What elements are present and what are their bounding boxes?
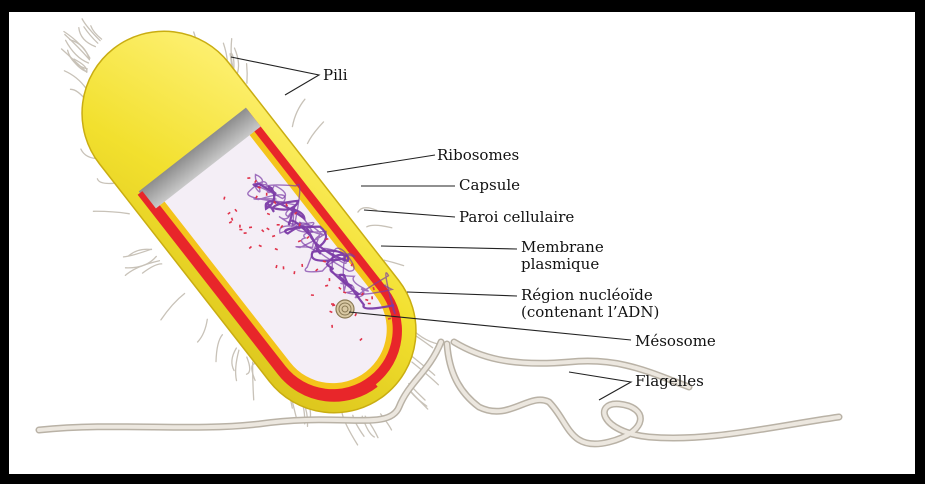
pilus <box>93 211 129 214</box>
pilus <box>236 350 239 380</box>
label-nucleoide-line1: Région nucléoïde <box>521 286 653 304</box>
label-nucleoide-line2: (contenant l’ADN) <box>521 303 659 321</box>
pilus <box>82 19 100 41</box>
label-mesosome: Mésosome <box>635 332 716 350</box>
ribosome-dot <box>371 296 373 299</box>
ribosome-dot <box>329 278 331 281</box>
label-paroi: Paroi cellulaire <box>459 208 574 226</box>
leader-flagelles <box>569 372 631 400</box>
pilus <box>216 335 222 362</box>
bacterium-body <box>49 12 449 446</box>
ribosome-dot <box>311 294 314 296</box>
pilus <box>308 122 324 144</box>
label-flagelles: Flagelles <box>635 372 704 390</box>
diagram-frame: Pili Ribosomes Capsule Paroi cellulaire … <box>9 12 915 474</box>
ribosome-dot <box>331 303 334 305</box>
pilus <box>292 99 305 126</box>
ribosome-dot <box>368 303 371 305</box>
ribosome-dot <box>331 325 333 328</box>
leader-paroi <box>364 210 455 217</box>
label-membrane-line1: Membrane <box>521 238 604 256</box>
ribosome-dot <box>239 229 242 231</box>
ribosome-dot <box>277 224 280 226</box>
label-membrane-line2: plasmique <box>521 255 599 273</box>
flagella <box>39 342 839 444</box>
ribosome-dot <box>239 225 241 228</box>
leader-nucleoide <box>407 292 517 296</box>
pilus <box>161 294 185 320</box>
ribosome-dot <box>283 266 285 269</box>
ribosome-dot <box>266 193 268 196</box>
label-capsule: Capsule <box>459 176 520 194</box>
pilus <box>247 357 250 374</box>
pilus <box>64 71 86 89</box>
leader-ribosomes <box>327 155 435 172</box>
label-ribosomes: Ribosomes <box>437 146 519 164</box>
label-pili: Pili <box>323 66 348 84</box>
pilus <box>253 362 254 400</box>
ribosome-dot <box>247 177 250 179</box>
pilus <box>247 64 248 83</box>
mesosome-spiral <box>336 300 354 318</box>
bacterium-diagram: Pili Ribosomes Capsule Paroi cellulaire … <box>9 12 915 474</box>
pilus <box>367 225 392 228</box>
pilus <box>198 319 208 342</box>
ribosome-dot <box>244 232 247 234</box>
leader-membrane <box>381 246 517 249</box>
ribosome-dot <box>301 264 303 267</box>
